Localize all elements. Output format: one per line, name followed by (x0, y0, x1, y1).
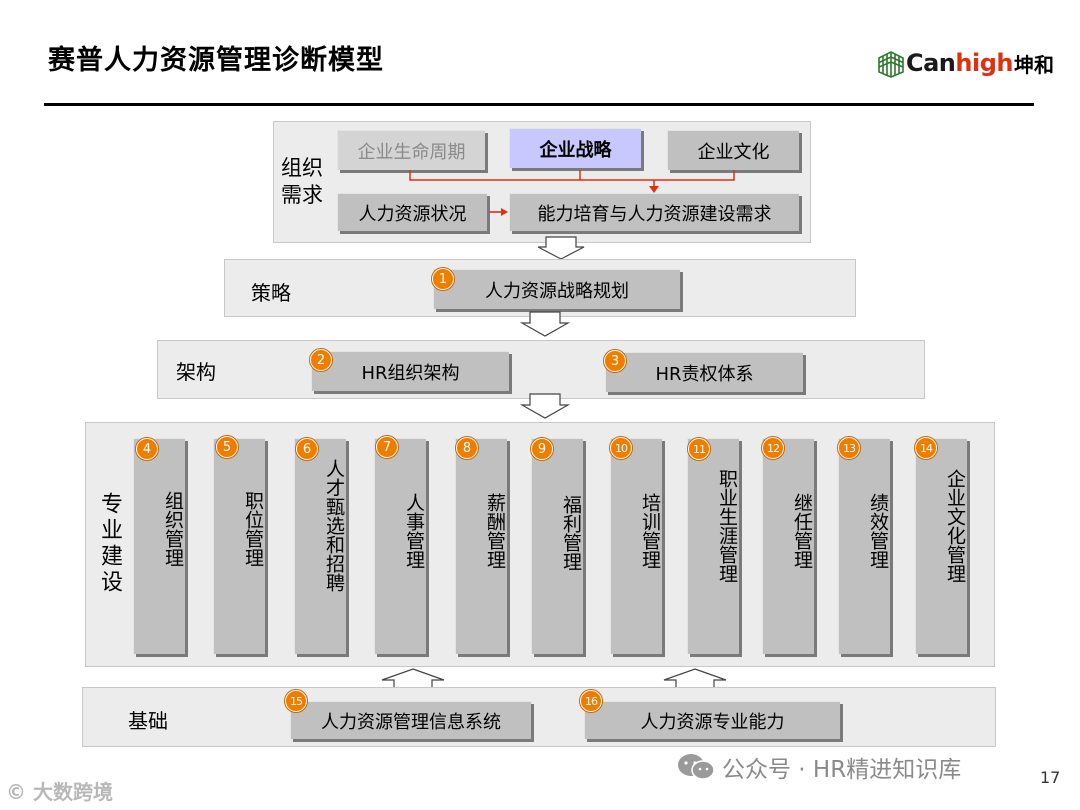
step-badge-1: 1 (432, 268, 454, 290)
specialty-column-text: 职业生涯管理 (716, 469, 738, 583)
architecture-panel (157, 340, 925, 399)
foundation-panel (82, 687, 996, 747)
logo-brand-cn: 坤和 (1013, 52, 1054, 77)
logo-grid-icon (878, 51, 904, 78)
step-badge-6: 6 (296, 438, 318, 460)
specialty-column-text: 培训管理 (639, 493, 661, 569)
step-badge-13: 13 (838, 437, 860, 459)
specialty-column-6: 人才甄选和招聘 (294, 438, 346, 654)
logo-brand: Canhigh (906, 49, 1013, 77)
hr-strategy-planning-box: 人力资源战略规划 (433, 269, 680, 309)
step-badge-9: 9 (531, 438, 553, 460)
hr-professional-capability-box: 人力资源专业能力 (584, 701, 840, 739)
specialty-column-11: 职业生涯管理 (687, 438, 739, 654)
specialty-column-5: 职位管理 (213, 438, 265, 654)
strategy-box: 企业战略 (509, 128, 641, 168)
step-badge-5: 5 (216, 436, 238, 458)
architecture-label: 架构 (176, 360, 216, 384)
specialty-column-text: 人才甄选和招聘 (323, 459, 345, 592)
specialty-label: 专业建设 (97, 492, 122, 596)
specialty-column-7: 人事管理 (374, 438, 426, 654)
step-badge-3: 3 (604, 350, 626, 372)
down-arrow-icon (520, 393, 570, 419)
hr-org-structure-box: HR组织架构 (311, 351, 509, 391)
capability-box: 能力培育与人力资源建设需求 (509, 193, 799, 231)
hr-responsibility-box: HR责权体系 (605, 352, 803, 392)
step-badge-8: 8 (456, 437, 478, 459)
specialty-column-text: 人事管理 (403, 493, 425, 569)
corner-watermark: © 大数跨境 (6, 776, 113, 805)
specialty-column-text: 继任管理 (791, 493, 813, 569)
page-title: 赛普人力资源管理诊断模型 (48, 45, 384, 76)
specialty-column-12: 继任管理 (762, 438, 814, 654)
step-badge-7: 7 (376, 436, 398, 458)
lifecycle-box: 企业生命周期 (337, 130, 485, 170)
foundation-label: 基础 (128, 709, 168, 733)
wechat-icon (678, 754, 715, 780)
specialty-column-14: 企业文化管理 (915, 438, 967, 654)
down-arrow-icon (537, 236, 585, 260)
step-badge-10: 10 (610, 437, 632, 459)
specialty-column-text: 薪酬管理 (484, 493, 506, 569)
hrms-box: 人力资源管理信息系统 (290, 701, 531, 739)
watermark: 公众号 · HR精进知识库 (676, 750, 961, 784)
specialty-column-10: 培训管理 (610, 438, 662, 654)
corner-watermark-icon: © (6, 780, 26, 804)
org-demand-label: 组织 需求 (281, 156, 323, 207)
specialty-column-text: 福利管理 (560, 495, 582, 571)
corner-watermark-text: 大数跨境 (32, 780, 113, 804)
specialty-column-text: 绩效管理 (867, 493, 889, 569)
hr-status-box: 人力资源状况 (337, 193, 487, 231)
specialty-column-4: 组织管理 (133, 438, 185, 654)
specialty-column-13: 绩效管理 (838, 438, 890, 654)
culture-box: 企业文化 (667, 130, 799, 170)
watermark-text: 公众号 · HR精进知识库 (722, 757, 962, 783)
step-badge-12: 12 (762, 437, 784, 459)
step-badge-16: 16 (580, 690, 602, 712)
strategy-label: 策略 (251, 281, 291, 305)
header-rule (44, 103, 1034, 106)
specialty-column-text: 职位管理 (242, 491, 264, 567)
step-badge-15: 15 (285, 690, 307, 712)
step-badge-14: 14 (915, 437, 937, 459)
specialty-column-9: 福利管理 (531, 438, 583, 654)
org-connector-arrows (409, 170, 735, 193)
step-badge-4: 4 (136, 438, 158, 460)
company-logo: Canhigh 坤和 (876, 46, 1054, 80)
specialty-column-text: 组织管理 (162, 491, 184, 567)
page-number: 17 (1040, 768, 1061, 787)
down-arrow-icon (520, 311, 570, 337)
step-badge-11: 11 (688, 438, 710, 460)
specialty-column-text: 企业文化管理 (944, 469, 966, 583)
right-arrow-icon (489, 208, 508, 216)
step-badge-2: 2 (310, 349, 332, 371)
specialty-column-8: 薪酬管理 (455, 438, 507, 654)
